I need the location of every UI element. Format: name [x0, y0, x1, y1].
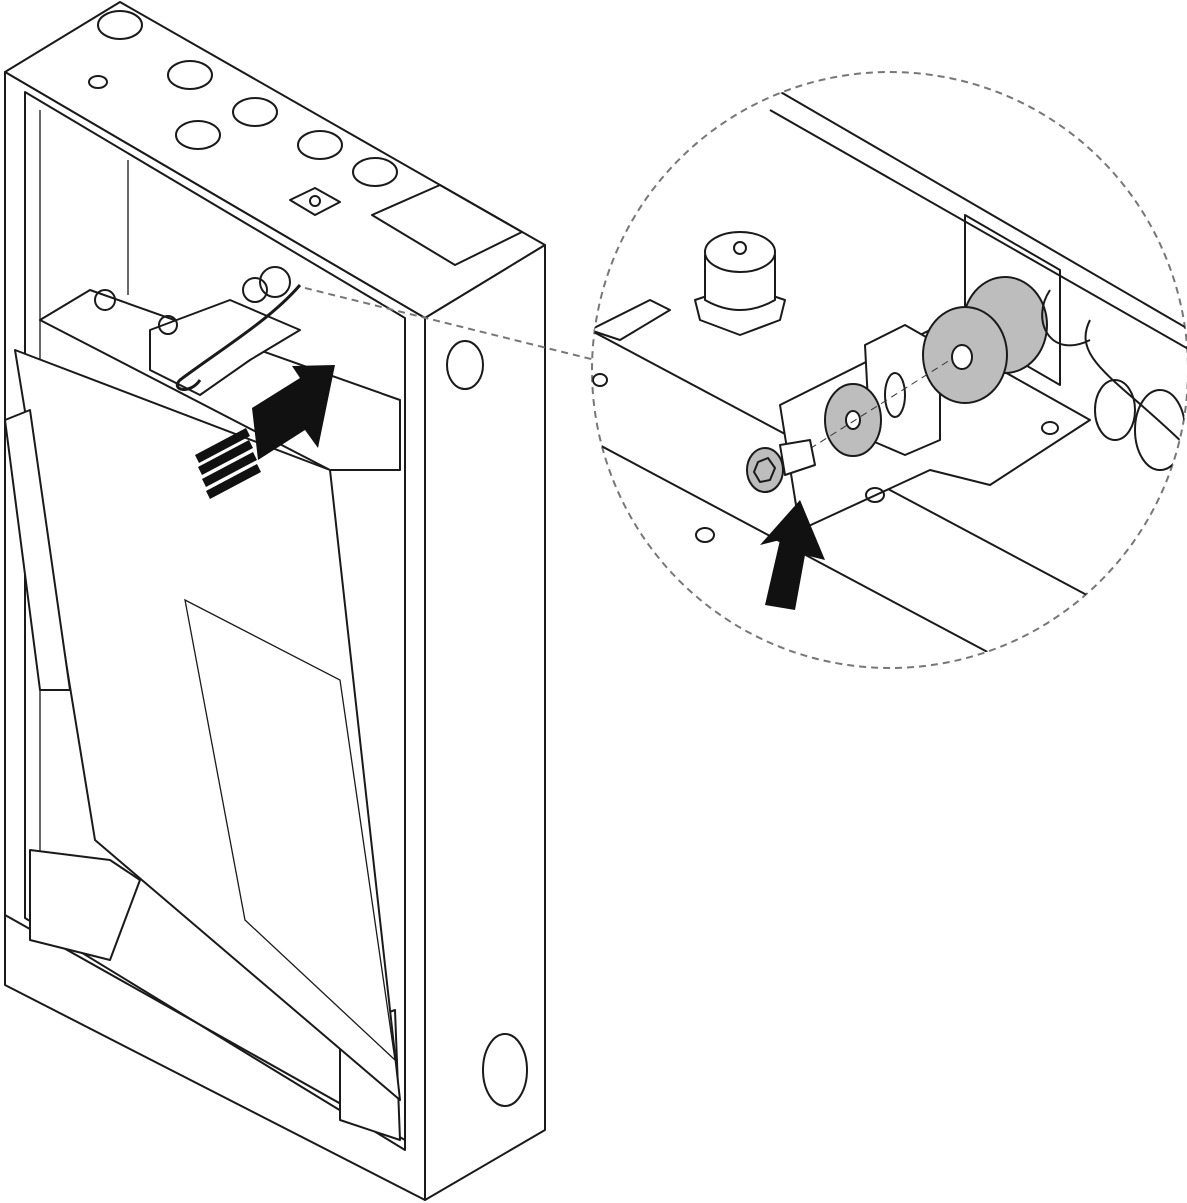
washer [824, 383, 882, 457]
detail-view [592, 79, 1187, 668]
insert-direction-arrow [195, 365, 335, 499]
fasten-direction-arrow [760, 500, 825, 610]
socket-screw [746, 439, 816, 493]
cap-nut [694, 231, 786, 336]
side-hole-bottom [482, 1033, 528, 1107]
connector [242, 277, 268, 303]
cable-entry-holes [88, 10, 523, 266]
callout-leader [304, 287, 596, 361]
cable [176, 284, 302, 391]
side-hole-top [446, 340, 484, 390]
roller [922, 276, 1048, 404]
